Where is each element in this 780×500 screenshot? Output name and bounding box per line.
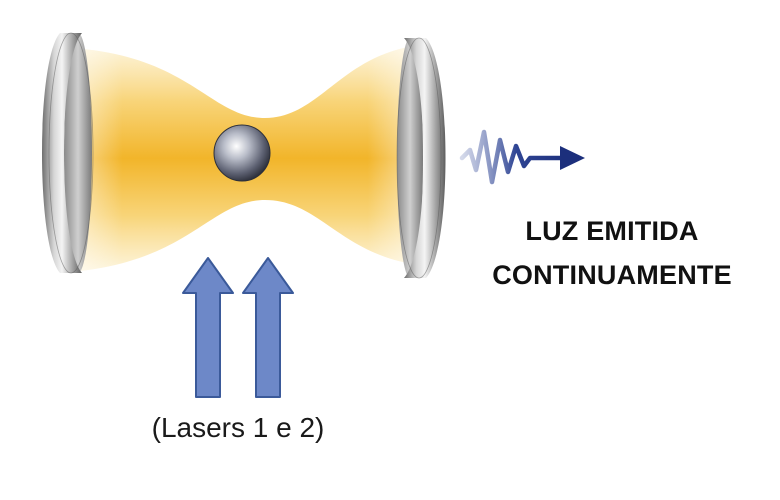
lasers-label: (Lasers 1 e 2) bbox=[151, 412, 325, 443]
emitted-light-wave-icon bbox=[459, 129, 585, 185]
atom-sphere-icon bbox=[213, 124, 271, 182]
laser-2-arrow-icon bbox=[242, 257, 294, 398]
emitted-light-label-line-2: CONTINUAMENTE bbox=[492, 260, 732, 290]
right-mirror-icon bbox=[396, 37, 446, 279]
left-mirror-icon bbox=[42, 32, 94, 274]
emitted-light-label-line-1: LUZ EMITIDA bbox=[525, 216, 699, 246]
laser-1-arrow-icon bbox=[182, 257, 234, 398]
